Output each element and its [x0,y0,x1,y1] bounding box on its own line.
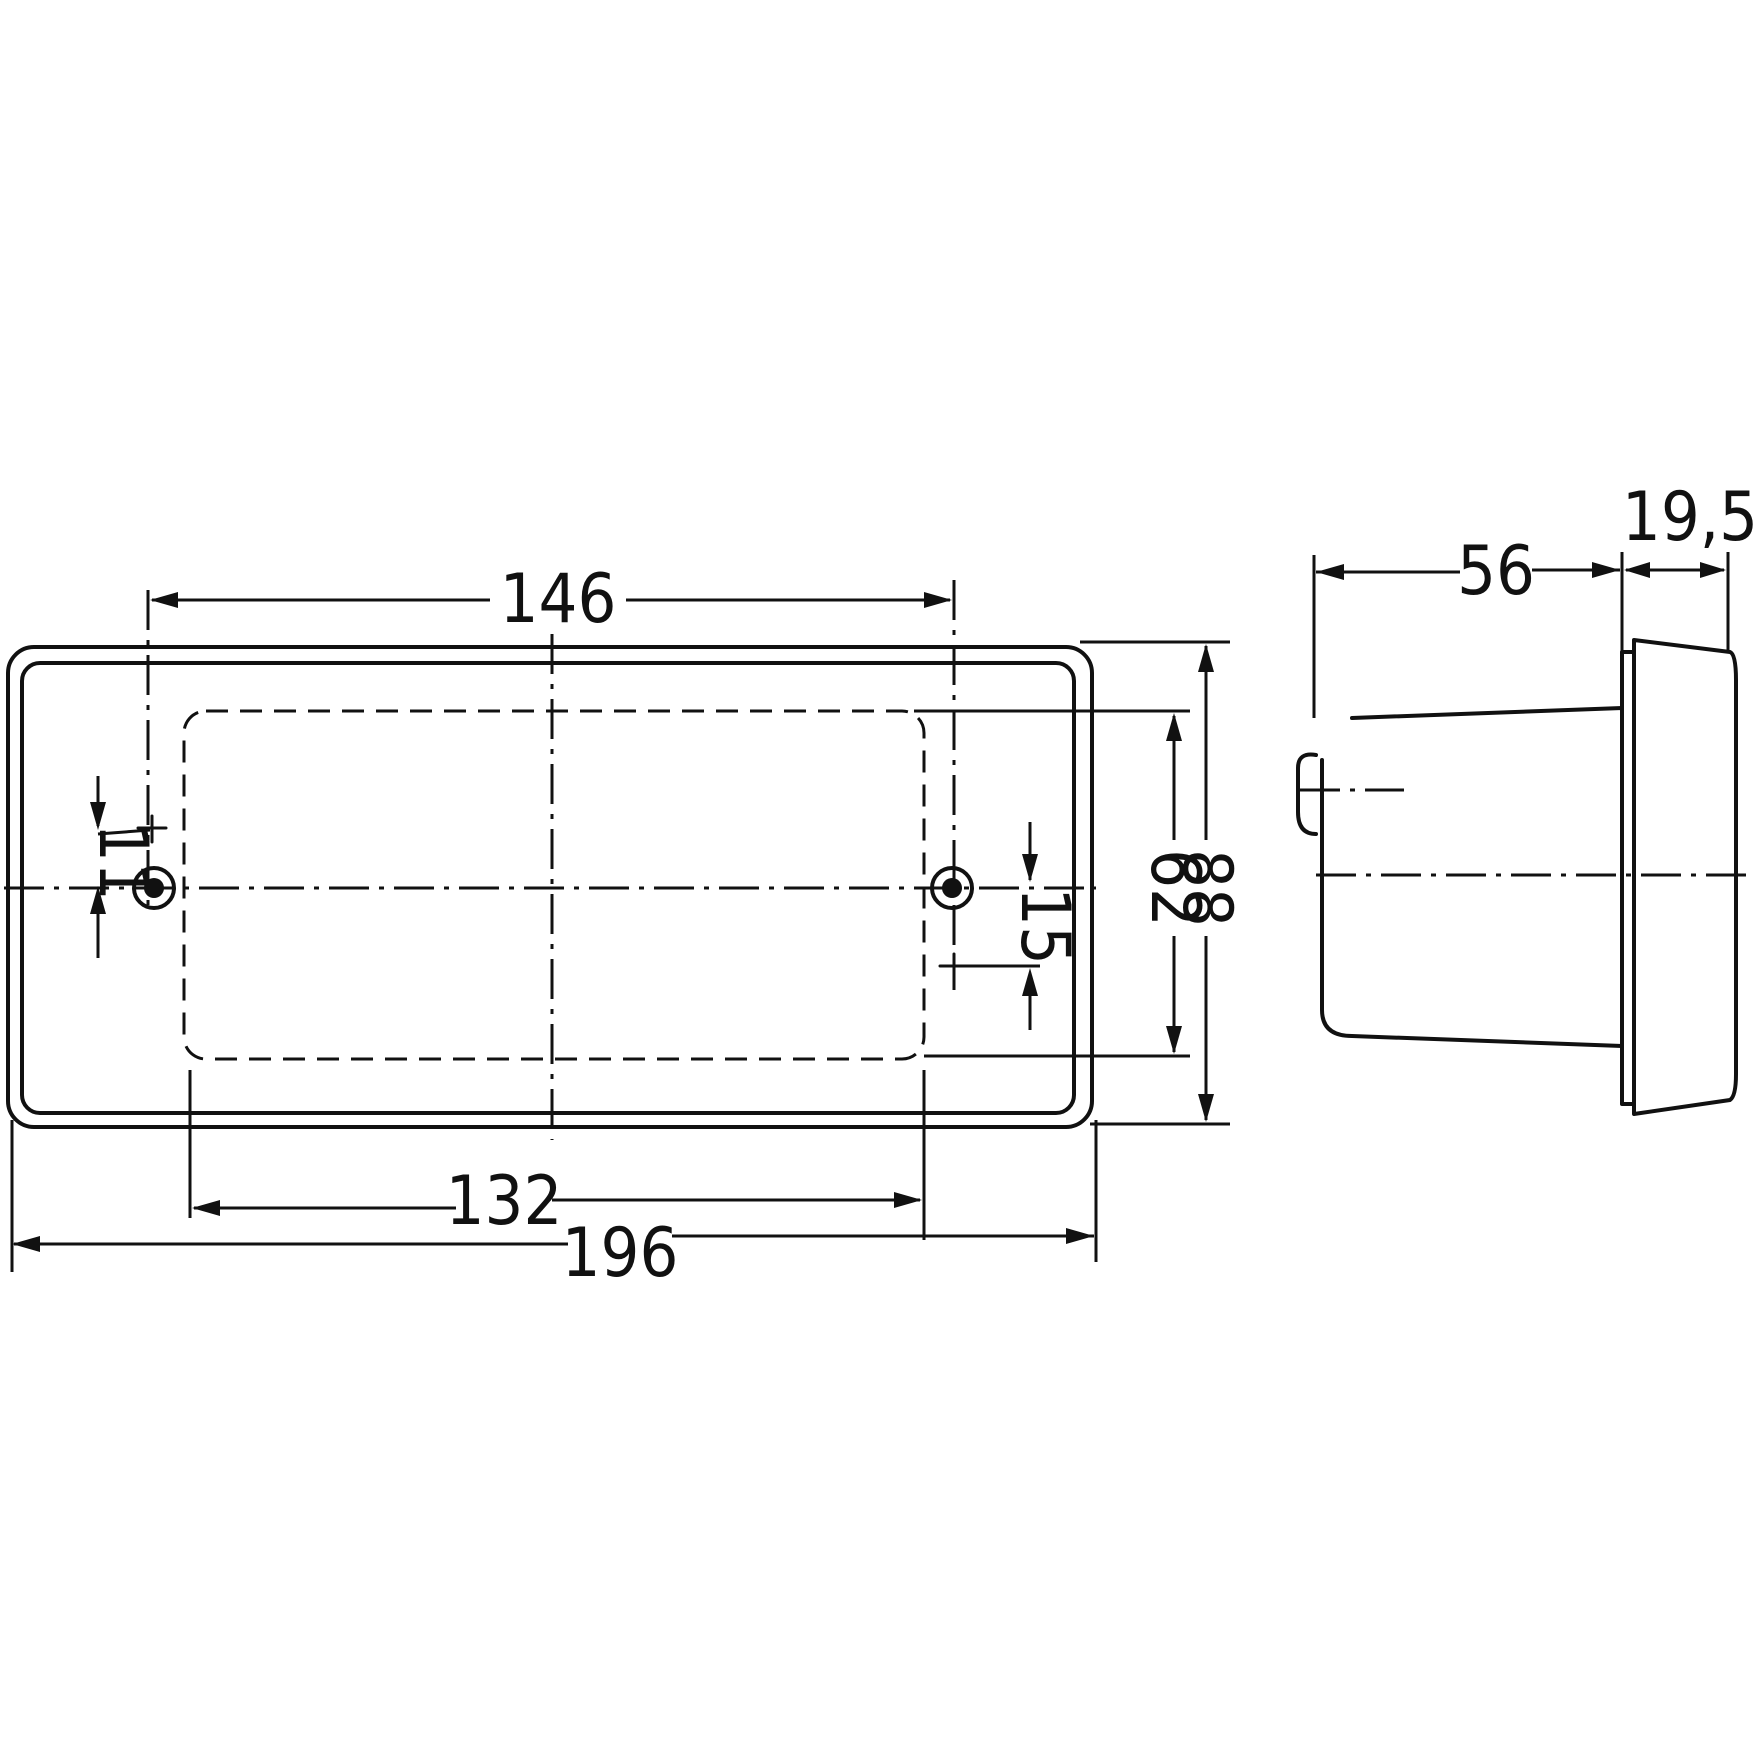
dim-19-5-label: 19,5 [1622,478,1758,557]
housing-body-profile [1320,706,1624,1048]
lens-hidden-outline [182,709,926,1061]
dim-62-label: 62 [1135,849,1214,927]
right-mounting-hole [930,580,974,990]
dim-11-label: 11 [83,823,162,901]
lens-dome [1632,638,1738,1116]
dim-88-label: 88 [1167,849,1246,927]
dim-56-label: 56 [1457,532,1535,611]
dim-146: 146 [150,560,952,639]
dim-11: 11 [83,776,162,958]
dim-62: 62 [914,709,1214,1058]
dim-88: 88 [1080,640,1246,1126]
dim-15: 15 [960,822,1084,1030]
dim-196: 196 [10,1120,1098,1293]
front-view: 146 132 196 11 [4,560,1246,1293]
dim-19-5: 19,5 [1622,478,1758,578]
side-view: 56 19,5 [1296,478,1758,1116]
dim-15-label: 15 [1005,887,1084,965]
dim-196-label: 196 [562,1214,679,1293]
dim-132: 132 [188,1070,926,1241]
dim-132-label: 132 [446,1162,563,1241]
dim-146-label: 146 [500,560,617,639]
dim-56: 56 [1316,532,1620,611]
left-mounting-hole [132,590,176,910]
mounting-clip [1296,752,1318,836]
